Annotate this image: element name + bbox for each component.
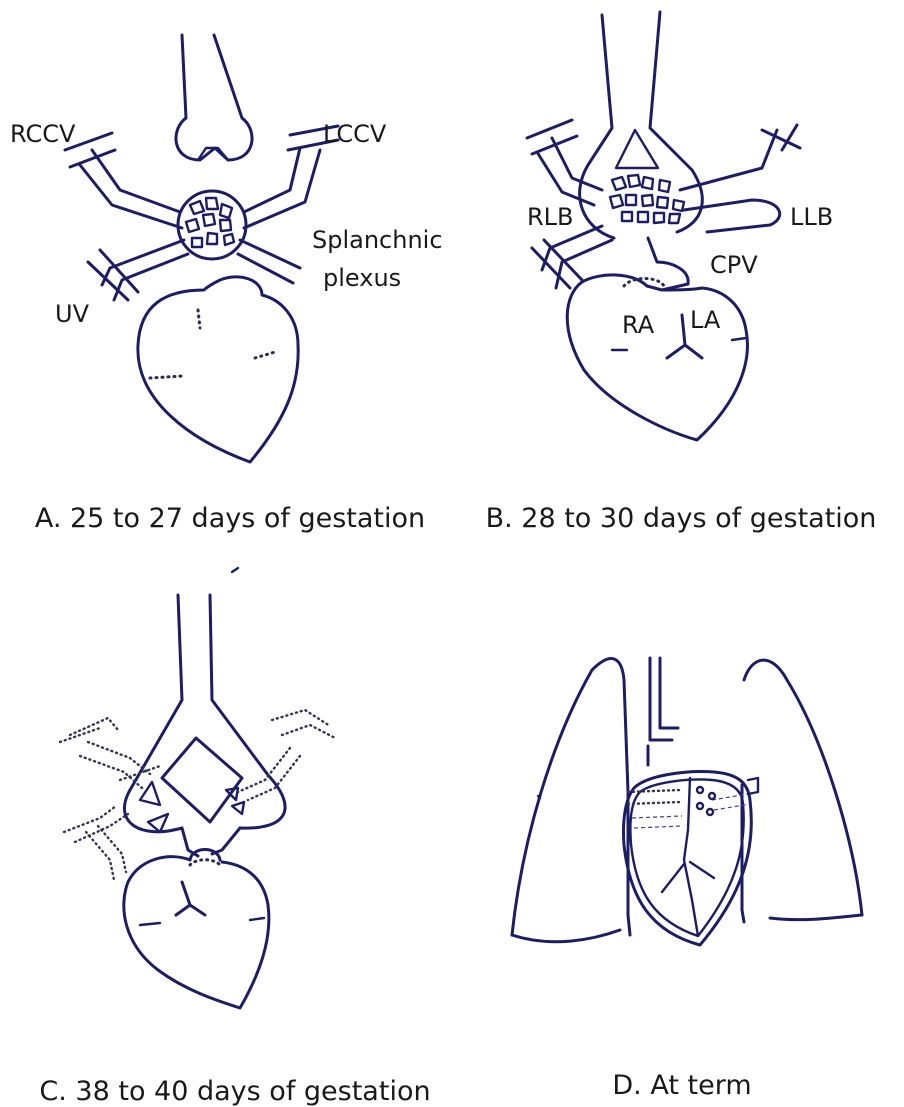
a-label-splanchnic: Splanchnic — [312, 228, 443, 252]
b-label-rlb: RLB — [527, 205, 574, 229]
panel-b: RLB LLB CPV RA LA B. 28 to 30 days of ge… — [452, 0, 904, 560]
a-heart — [138, 277, 298, 462]
a-trunk — [176, 35, 252, 160]
a-label-lccv: LCCV — [323, 122, 386, 146]
a-lccv-vessel — [244, 148, 300, 212]
panel-c: C. 38 to 40 days of gestation — [0, 560, 452, 1106]
a-uv-vessel — [102, 240, 184, 285]
d-caption: D. At term — [532, 1072, 832, 1099]
d-heart — [623, 772, 751, 945]
c-trunk — [124, 595, 182, 832]
panel-d-drawing — [452, 560, 904, 1106]
b-caption: B. 28 to 30 days of gestation — [458, 505, 904, 532]
c-heart — [124, 857, 269, 1008]
b-plexus-cells — [610, 175, 684, 223]
a-label-rccv: RCCV — [10, 122, 75, 146]
panel-a: RCCV LCCV Splanchnic plexus UV A. 25 to … — [0, 0, 452, 560]
b-heart — [567, 275, 747, 440]
b-trunk — [580, 15, 614, 238]
a-plexus-cells — [186, 198, 234, 247]
c-central-window — [162, 738, 242, 822]
b-label-ra: RA — [622, 313, 654, 337]
b-label-la: LA — [690, 308, 720, 332]
b-label-llb: LLB — [790, 205, 833, 229]
c-caption: C. 38 to 40 days of gestation — [20, 1078, 450, 1105]
panel-d: D. At term — [452, 560, 904, 1106]
d-right-lung — [744, 660, 862, 915]
b-rlb-vessel — [552, 138, 602, 190]
b-llb-vessel — [680, 130, 777, 190]
d-pulmonary-veins — [628, 790, 680, 792]
d-left-lung — [512, 659, 628, 935]
a-rccv-vessel — [92, 150, 180, 212]
a-label-plexus: plexus — [323, 266, 401, 290]
b-label-cpv: CPV — [710, 253, 758, 277]
b-common-pulmonary-vein — [647, 238, 688, 290]
panel-b-drawing — [452, 0, 904, 560]
panel-c-drawing — [0, 560, 452, 1106]
a-caption: A. 25 to 27 days of gestation — [20, 505, 440, 532]
a-label-uv: UV — [55, 302, 89, 326]
